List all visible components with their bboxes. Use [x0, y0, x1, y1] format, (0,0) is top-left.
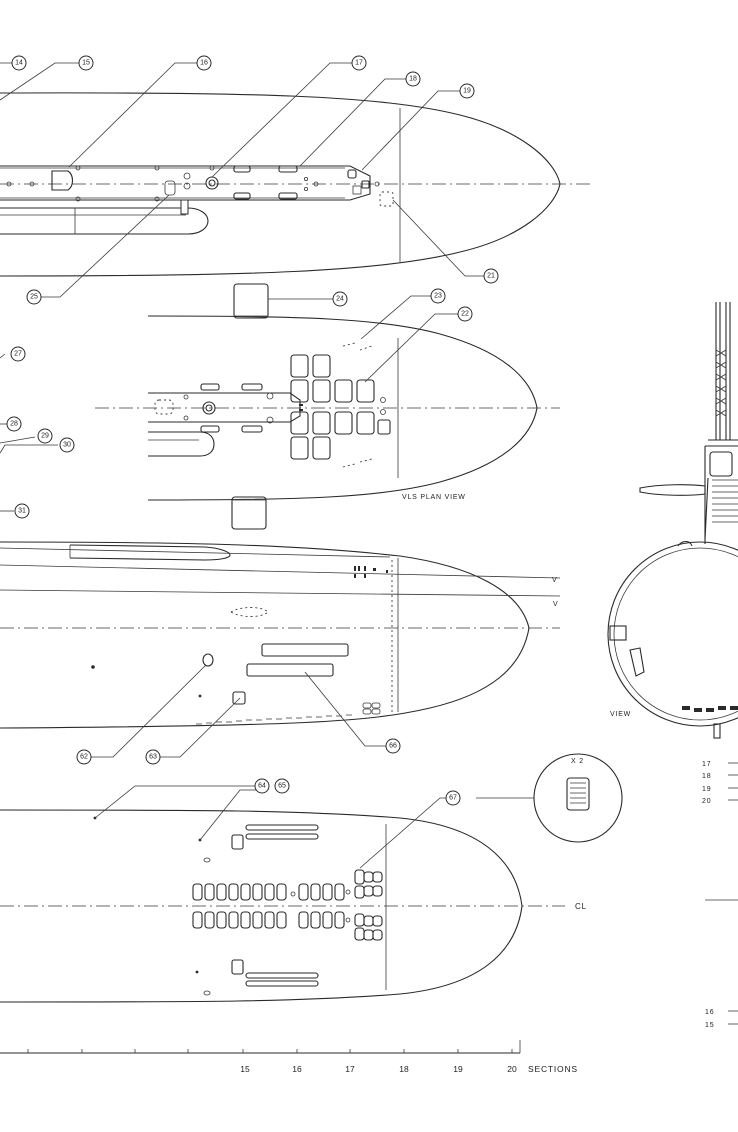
svg-text:17: 17 — [702, 761, 711, 768]
side-list: 17 18 19 20 16 15 — [702, 761, 714, 1029]
section-tick-16: 16 — [292, 1064, 302, 1074]
keel-openings — [192, 869, 383, 941]
vls-plan-view-label: VLS PLAN VIEW — [402, 494, 466, 501]
svg-text:15: 15 — [705, 1022, 714, 1029]
callout-30: 30 — [59, 437, 75, 453]
svg-text:16: 16 — [200, 60, 208, 67]
callouts: 14 15 16 17 18 19 21 25 24 23 22 27 28 2… — [6, 55, 499, 806]
callout-24: 24 — [332, 291, 348, 307]
svg-text:63: 63 — [149, 754, 157, 761]
side-profile-view — [0, 541, 561, 729]
waterline-v2: V — [553, 601, 558, 608]
svg-text:65: 65 — [278, 783, 286, 790]
callout-15: 15 — [78, 55, 94, 71]
callout-18: 18 — [405, 71, 421, 87]
limber-holes — [196, 714, 352, 725]
leader-lines — [0, 62, 534, 869]
section-tick-17: 17 — [345, 1064, 355, 1074]
profile-marks — [354, 566, 388, 578]
callout-62: 62 — [76, 749, 92, 765]
svg-text:67: 67 — [449, 795, 457, 802]
svg-text:62: 62 — [80, 754, 88, 761]
callout-28: 28 — [6, 416, 22, 432]
svg-text:19: 19 — [463, 88, 471, 95]
svg-text:18: 18 — [702, 773, 711, 780]
callout-21: 21 — [483, 268, 499, 284]
svg-text:21: 21 — [487, 273, 495, 280]
svg-text:29: 29 — [41, 433, 49, 440]
svg-text:27: 27 — [14, 351, 22, 358]
section-tick-15: 15 — [240, 1064, 250, 1074]
svg-text:20: 20 — [702, 798, 711, 805]
svg-text:15: 15 — [82, 60, 90, 67]
svg-text:16: 16 — [705, 1009, 714, 1016]
callout-14: 14 — [11, 55, 27, 71]
waterline-v1: V — [552, 577, 557, 584]
callout-64: 64 — [254, 778, 270, 794]
vls-hatches — [290, 354, 375, 460]
svg-text:18: 18 — [409, 76, 417, 83]
callout-66: 66 — [385, 738, 401, 754]
vls-plan-view — [95, 283, 560, 530]
svg-text:25: 25 — [30, 294, 38, 301]
callout-16: 16 — [196, 55, 212, 71]
section-tick-18: 18 — [399, 1064, 409, 1074]
svg-text:31: 31 — [18, 508, 26, 515]
callout-25: 25 — [26, 289, 42, 305]
centerline-label: CL — [575, 902, 587, 911]
svg-text:30: 30 — [63, 442, 71, 449]
callout-31: 31 — [14, 503, 30, 519]
callout-63: 63 — [145, 749, 161, 765]
callout-22: 22 — [457, 306, 473, 322]
svg-text:28: 28 — [10, 421, 18, 428]
svg-text:22: 22 — [461, 311, 469, 318]
svg-text:14: 14 — [15, 60, 23, 67]
view-label: VIEW — [610, 711, 631, 718]
section-tick-20: 20 — [507, 1064, 517, 1074]
svg-text:23: 23 — [434, 293, 442, 300]
callout-67: 67 — [445, 790, 461, 806]
scale-x2-label: X 2 — [571, 758, 584, 765]
svg-text:66: 66 — [389, 743, 397, 750]
bottom-plan-view — [0, 753, 623, 1003]
callout-65-bubble: 65 — [274, 778, 290, 794]
upper-plan-view — [0, 92, 590, 277]
callout-17: 17 — [351, 55, 367, 71]
section-view — [607, 302, 738, 1025]
svg-text:24: 24 — [336, 296, 344, 303]
section-tick-19: 19 — [453, 1064, 463, 1074]
callout-29: 29 — [37, 428, 53, 444]
svg-text:19: 19 — [702, 786, 711, 793]
callout-19: 19 — [459, 83, 475, 99]
callout-23: 23 — [430, 288, 446, 304]
callout-27: 27 — [10, 346, 26, 362]
section-scale: 15 16 17 18 19 20 SECTIONS — [0, 1040, 578, 1074]
svg-text:17: 17 — [355, 60, 363, 67]
svg-text:64: 64 — [258, 783, 266, 790]
sections-label: SECTIONS — [528, 1064, 578, 1074]
